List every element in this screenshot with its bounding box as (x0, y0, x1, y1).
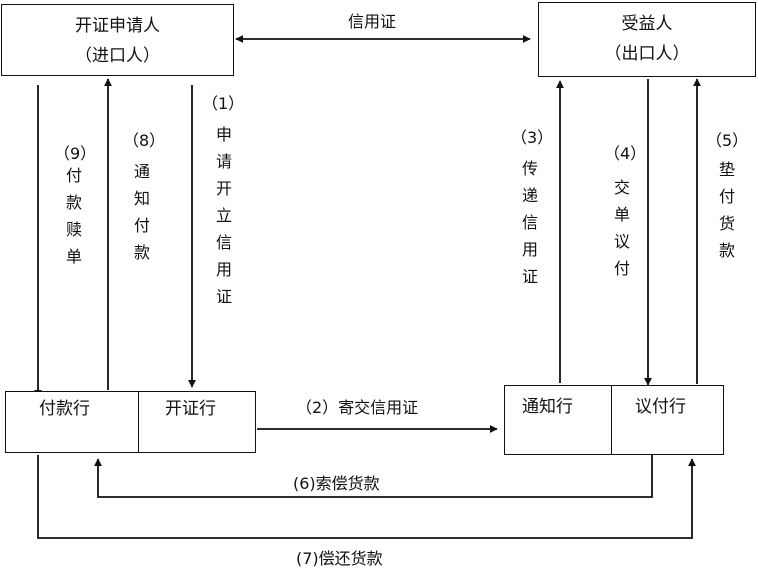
paying-bank-box: 付款行 (5, 391, 140, 453)
issuing-bank-box: 开证行 (138, 391, 256, 453)
advising-bank-box: 通知行 (504, 385, 613, 455)
step3-text: 传递信用证 (521, 159, 538, 286)
step6-label: (6)索偿货款 (293, 474, 380, 493)
applicant-box: 开证申请人 （进口人） (1, 4, 234, 76)
step9-number: （9） (54, 144, 97, 163)
step1-number: （1） (202, 94, 245, 113)
applicant-title: 开证申请人 (75, 16, 160, 36)
advising-bank-label: 通知行 (522, 397, 573, 417)
step5-number: （5） (706, 131, 749, 150)
beneficiary-box: 受益人 （出口人） (538, 2, 756, 77)
arrow-step6 (94, 455, 653, 498)
arrow-step7 (37, 455, 696, 539)
applicant-subtitle: （进口人） (75, 46, 160, 66)
step2-label: （2）寄交信用证 (296, 398, 419, 417)
paying-bank-label: 付款行 (39, 399, 90, 419)
negotiating-bank-label: 议付行 (635, 397, 686, 417)
beneficiary-title: 受益人 (621, 14, 673, 34)
step9-text: 付款赎单 (65, 166, 82, 266)
step4-text: 交单议付 (613, 178, 630, 278)
step4-number: （4） (604, 144, 647, 163)
step3-number: （3） (511, 128, 554, 147)
step1-text: 申请开立信用证 (215, 125, 232, 306)
letter-of-credit-label: 信用证 (348, 12, 397, 31)
step5-text: 垫付货款 (718, 160, 735, 260)
issuing-bank-label: 开证行 (165, 399, 216, 419)
step8-text: 通知付款 (133, 162, 150, 262)
step7-label: (7)偿还货款 (296, 549, 383, 568)
step8-number: （8） (123, 131, 166, 150)
negotiating-bank-box: 议付行 (611, 385, 724, 455)
beneficiary-subtitle: （出口人） (604, 44, 690, 64)
